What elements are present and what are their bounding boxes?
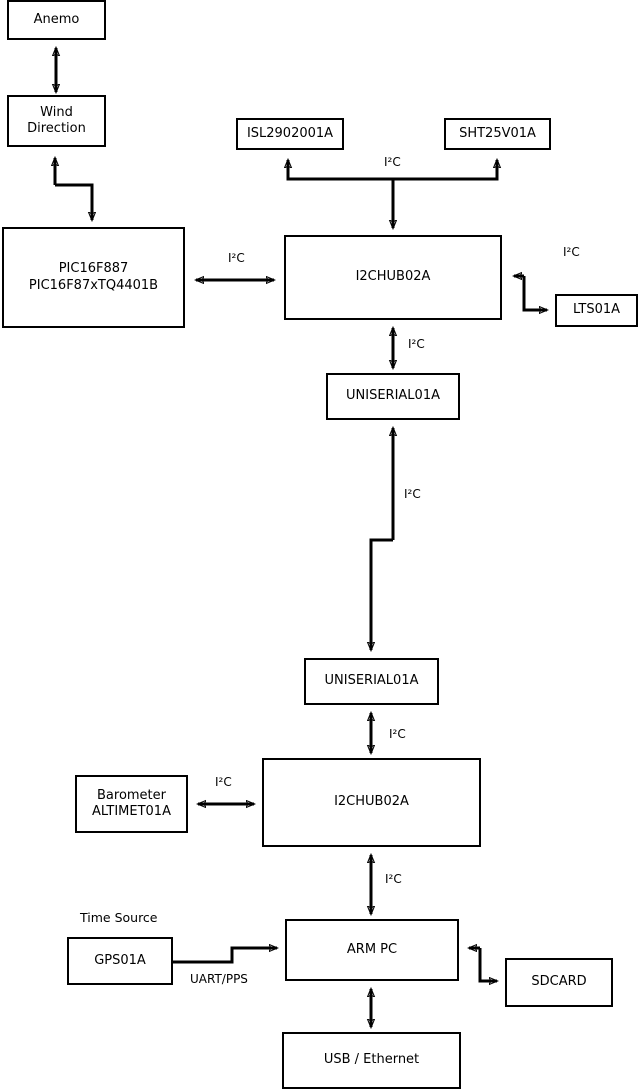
connector-uniserial-1-uniserial-2 — [371, 428, 393, 650]
node-wind-direction[interactable]: Wind Direction — [7, 95, 106, 147]
edge-label-uart-pps: UART/PPS — [190, 972, 248, 986]
node-uniserial01a-upper[interactable]: UNISERIAL01A — [326, 373, 460, 420]
node-sht25v01a[interactable]: SHT25V01A — [444, 118, 551, 150]
node-i2chub02a-top[interactable]: I2CHUB02A — [284, 235, 502, 320]
node-gps01a[interactable]: GPS01A — [67, 937, 173, 985]
edge-label-i2c-hub-uniserial: I²C — [408, 337, 425, 351]
connector-hub-top-lts — [514, 276, 547, 310]
edge-label-i2c-uniserial-link: I²C — [404, 487, 421, 501]
node-i2chub02a-bottom[interactable]: I2CHUB02A — [262, 758, 481, 847]
node-sdcard[interactable]: SDCARD — [505, 958, 613, 1007]
connector-arm-pc-sdcard — [469, 948, 497, 981]
edge-label-i2c-hub2-armpc: I²C — [385, 872, 402, 886]
connector-gps-arm-pc — [173, 948, 277, 964]
edge-label-i2c-pic-hub: I²C — [228, 251, 245, 265]
node-uniserial01a-lower[interactable]: UNISERIAL01A — [304, 658, 439, 705]
node-usb-ethernet[interactable]: USB / Ethernet — [282, 1032, 461, 1089]
node-barometer-altimet01a[interactable]: Barometer ALTIMET01A — [75, 775, 188, 833]
node-arm-pc[interactable]: ARM PC — [285, 919, 459, 981]
label-time-source: Time Source — [80, 910, 158, 925]
edge-label-i2c-hub-sensors: I²C — [384, 155, 401, 169]
node-isl2902001a[interactable]: ISL2902001A — [236, 118, 344, 150]
connector-wind-pic — [55, 158, 92, 220]
edge-label-i2c-uniserial-hub2: I²C — [389, 727, 406, 741]
node-anemo[interactable]: Anemo — [7, 0, 106, 40]
edge-label-i2c-hub-lts: I²C — [563, 245, 580, 259]
node-lts01a[interactable]: LTS01A — [555, 294, 638, 327]
node-pic-microcontroller[interactable]: PIC16F887 PIC16F87xTQ4401B — [2, 227, 185, 328]
connector-hub-top-sensors — [288, 160, 497, 228]
edge-label-i2c-barometer: I²C — [215, 775, 232, 789]
